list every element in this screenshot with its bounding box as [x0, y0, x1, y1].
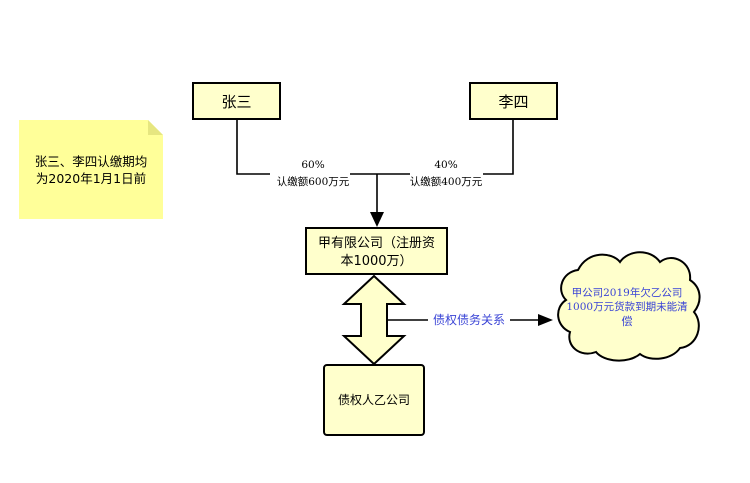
creditor-label: 债权人乙公司 [338, 393, 410, 407]
right-amount-label: 认缴额400万元 [410, 175, 483, 188]
relation-arrowhead [538, 314, 553, 326]
cloud-text-line1: 甲公司2019年欠乙公司 [572, 286, 683, 299]
shareholder-right-node: 李四 [469, 82, 558, 120]
shareholder-left-name: 张三 [221, 93, 251, 111]
company-node: 甲有限公司（注册资 本1000万） [305, 227, 448, 275]
note-fold [148, 120, 163, 135]
company-label-line2: 本1000万） [340, 254, 412, 269]
shareholder-right-name: 李四 [498, 93, 528, 111]
creditor-box [323, 364, 425, 436]
creditor-node: 债权人乙公司 [323, 364, 425, 436]
company-box [305, 227, 448, 275]
cloud-shape [557, 251, 701, 362]
left-percent-label: 60% [301, 159, 324, 171]
left-amount-label: 认缴额600万元 [277, 175, 350, 188]
note-shape [19, 120, 163, 219]
debt-cloud: 甲公司2019年欠乙公司 1000万元货款到期未能清 偿 [557, 251, 701, 362]
company-label-line1: 甲有限公司（注册资 [318, 236, 435, 251]
relation-label: 债权债务关系 [433, 312, 505, 327]
cloud-text-line3: 偿 [622, 314, 633, 328]
shareholder-left-node: 张三 [192, 82, 281, 120]
note-text-line1: 张三、李四认缴期均 [35, 154, 148, 169]
note: 张三、李四认缴期均 为2020年1月1日前 [19, 120, 163, 219]
right-percent-label: 40% [434, 159, 457, 171]
note-text-line2: 为2020年1月1日前 [36, 171, 146, 186]
ownership-connectors [236, 119, 514, 214]
cloud-text-line2: 1000万元货款到期未能清 [566, 300, 687, 313]
arrowhead-to-company [370, 212, 384, 227]
relation-connector: 债权债务关系 [387, 312, 553, 327]
connector-right [483, 119, 514, 175]
connector-left [236, 119, 270, 175]
